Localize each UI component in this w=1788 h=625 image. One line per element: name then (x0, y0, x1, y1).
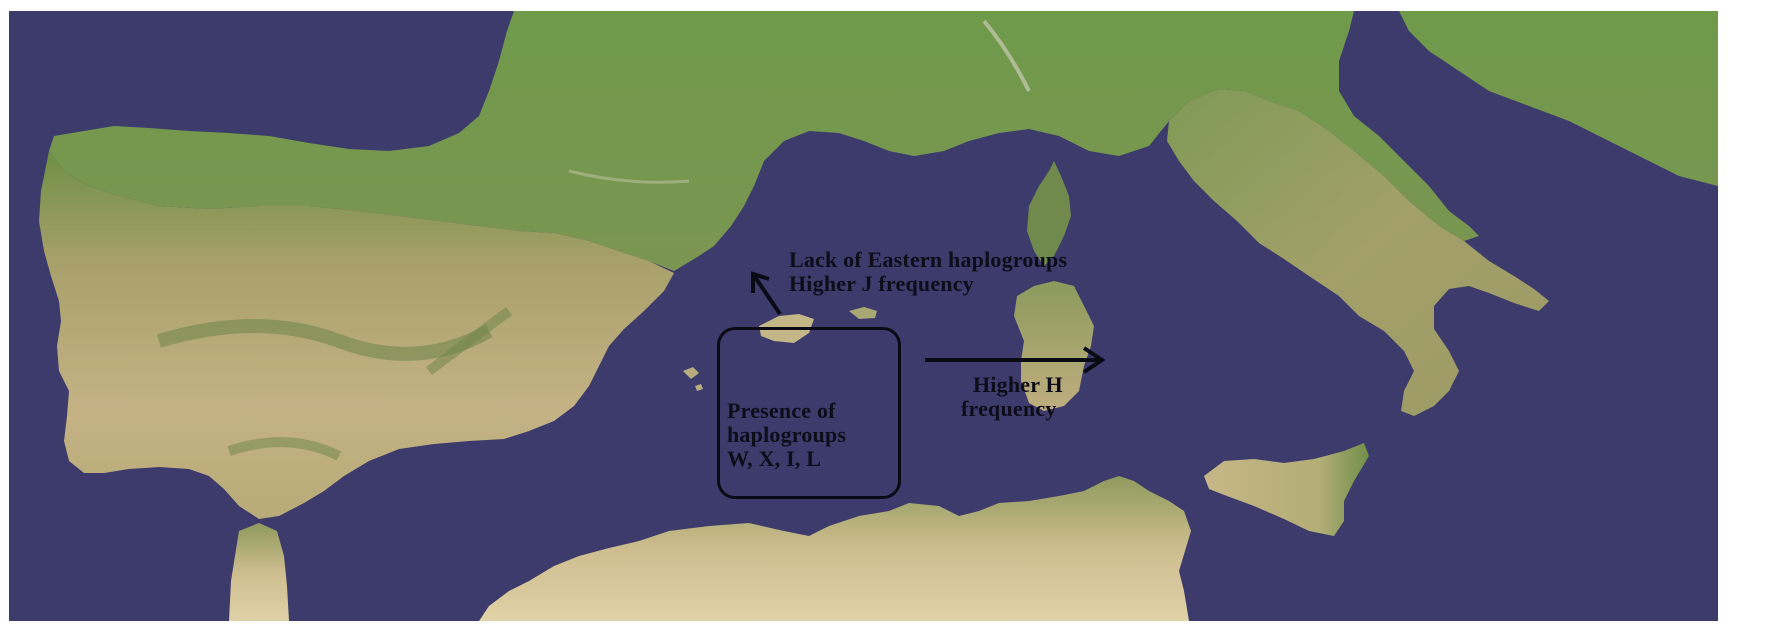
sicily-landmass (1204, 443, 1369, 536)
north-arrow-label-line-2: Higher J frequency (789, 271, 974, 296)
east-arrow-label-line-1: Higher H (973, 372, 1063, 397)
north-arrow-label: Lack of Eastern haplogroups Higher J fre… (789, 248, 1067, 296)
corsica-landmass (1027, 161, 1071, 266)
terrain-layer (39, 11, 1718, 621)
east-arrow-label: Higher H frequency (961, 373, 1063, 421)
north-africa-landmass (479, 476, 1191, 621)
satellite-map: Lack of Eastern haplogroups Higher J fre… (9, 11, 1718, 621)
france-landmass (49, 11, 1718, 271)
box-label-line-3: W, X, I, L (727, 446, 822, 471)
iberia-landmass (39, 151, 674, 519)
box-label: Presence of haplogroups W, X, I, L (727, 399, 846, 471)
morocco-tip (229, 523, 289, 621)
sardinia-landmass (1014, 281, 1094, 411)
menorca-landmass (849, 307, 877, 319)
box-label-line-2: haplogroups (727, 422, 847, 447)
italy-landmass (1167, 89, 1549, 416)
north-arrow-label-line-1: Lack of Eastern haplogroups (789, 247, 1068, 272)
east-arrow-label-line-2: frequency (961, 396, 1057, 421)
formentera-landmass (695, 384, 703, 391)
balearic-callout-box (717, 327, 901, 499)
box-label-line-1: Presence of (727, 398, 836, 423)
ibiza-landmass (683, 367, 699, 379)
